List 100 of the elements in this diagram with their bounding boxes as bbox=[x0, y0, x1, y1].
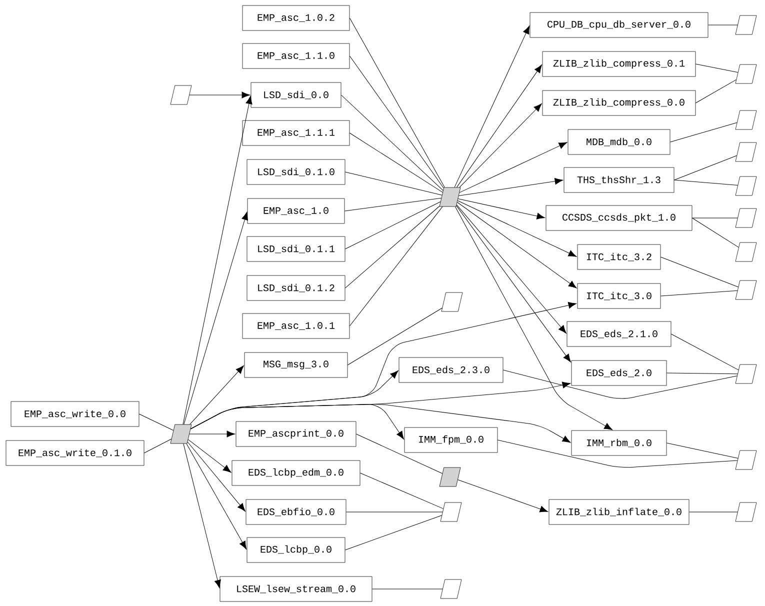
connector-line bbox=[340, 94, 444, 191]
connector-line bbox=[670, 122, 738, 142]
module-box: ITC_itc_3.0 bbox=[577, 283, 661, 309]
connector-line bbox=[344, 198, 442, 212]
parallelogram bbox=[735, 242, 757, 262]
parallelogram bbox=[170, 424, 192, 444]
arrow bbox=[457, 202, 577, 288]
connector-line bbox=[349, 56, 444, 188]
connector-line bbox=[349, 206, 443, 326]
module-box: EMP_asc_1.0 bbox=[247, 198, 345, 224]
connector-line bbox=[674, 180, 738, 186]
parallelogram bbox=[735, 208, 757, 228]
parallelogram bbox=[735, 15, 757, 35]
module-box: ZLIB_zlib_compress_0.0 bbox=[542, 90, 696, 116]
arrow bbox=[456, 204, 566, 334]
module-box: MSG_msg_3.0 bbox=[244, 352, 348, 378]
parallelogram bbox=[735, 64, 757, 84]
arrow bbox=[459, 103, 542, 188]
arrow bbox=[457, 200, 577, 257]
parallelogram bbox=[440, 579, 462, 599]
module-box: EDS_eds_2.1.0 bbox=[566, 321, 672, 347]
parallelogram bbox=[735, 142, 757, 162]
module-box: CCSDS_ccsds_pkt_1.0 bbox=[546, 205, 692, 231]
arrow bbox=[186, 443, 247, 550]
module-box: LSEW_lsew_stream_0.0 bbox=[220, 576, 372, 602]
arrow bbox=[190, 404, 571, 443]
module-box: EMP_asc_1.0.1 bbox=[242, 313, 350, 339]
arrow bbox=[183, 443, 221, 588]
module-box: LSD_sdi_0.1.1 bbox=[246, 236, 346, 262]
parallelogram bbox=[440, 502, 462, 522]
module-box: CPU_DB_cpu_db_server_0.0 bbox=[530, 12, 708, 38]
connector-line bbox=[695, 79, 736, 104]
connector-line bbox=[660, 290, 738, 296]
parallelogram bbox=[439, 467, 461, 487]
module-box: THS_thsShr_1.3 bbox=[564, 167, 674, 193]
arrow bbox=[189, 430, 236, 438]
connector-line bbox=[344, 515, 442, 550]
connector-line bbox=[708, 24, 738, 26]
arrow bbox=[459, 142, 568, 193]
parallelogram bbox=[735, 176, 757, 196]
parallelogram bbox=[170, 85, 192, 105]
module-box: MDB_mdb_0.0 bbox=[568, 129, 670, 155]
module-box: EMP_asc_1.1.1 bbox=[242, 120, 350, 146]
arrow bbox=[456, 206, 571, 362]
arrow bbox=[458, 198, 546, 220]
module-box: EMP_asc_1.0.2 bbox=[242, 5, 350, 31]
arrow bbox=[454, 26, 530, 188]
connector-line bbox=[344, 206, 440, 288]
connector-line bbox=[660, 256, 738, 288]
module-box: EMP_asc_write_0.0 bbox=[10, 401, 140, 427]
parallelogram bbox=[441, 292, 463, 312]
module-box: IMM_rbm_0.0 bbox=[571, 430, 667, 456]
connector-line bbox=[666, 442, 738, 459]
connector-line bbox=[674, 155, 737, 180]
arrow bbox=[458, 480, 548, 512]
module-box: LSD_sdi_0.1.2 bbox=[246, 275, 346, 301]
arrow bbox=[182, 96, 252, 425]
connector-line bbox=[360, 472, 444, 509]
arrow bbox=[458, 178, 564, 196]
connector-line bbox=[349, 18, 445, 188]
parallelogram bbox=[735, 502, 757, 522]
connector-line bbox=[695, 64, 738, 73]
connector-line bbox=[356, 434, 443, 474]
module-box: EDS_eds_2.3.0 bbox=[398, 357, 504, 383]
connector-line bbox=[666, 372, 738, 374]
module-box: ZLIB_zlib_inflate_0.0 bbox=[548, 499, 690, 525]
module-box: IMM_fpm_0.0 bbox=[404, 427, 498, 453]
parallelogram bbox=[735, 450, 757, 470]
arrow bbox=[455, 206, 612, 430]
module-box: ITC_itc_3.2 bbox=[577, 244, 661, 270]
connector-line bbox=[692, 218, 739, 248]
arrow bbox=[456, 64, 542, 188]
connector-line bbox=[670, 334, 739, 370]
connector-line bbox=[138, 414, 174, 431]
arrow bbox=[184, 212, 248, 425]
module-box: EDS_lcbp_edm_0.0 bbox=[232, 460, 360, 486]
module-box: LSD_sdi_0.0 bbox=[250, 82, 342, 108]
connector-line bbox=[372, 588, 443, 590]
connector-line bbox=[502, 370, 738, 399]
connector-line bbox=[344, 172, 442, 196]
module-box: ZLIB_zlib_compress_0.1 bbox=[542, 51, 696, 77]
arrow bbox=[190, 366, 244, 425]
arrow bbox=[187, 442, 246, 512]
connector-line bbox=[144, 438, 172, 454]
module-box: LSD_sdi_0.1.0 bbox=[246, 159, 346, 185]
connector-line bbox=[349, 132, 443, 193]
module-box: EMP_asc_1.1.0 bbox=[242, 43, 350, 69]
parallelogram bbox=[439, 187, 461, 207]
connector-line bbox=[344, 202, 441, 250]
arrow bbox=[189, 92, 250, 98]
module-box: EDS_ebfio_0.0 bbox=[246, 499, 346, 525]
module-box: EDS_eds_2.0 bbox=[571, 360, 667, 386]
module-box: EDS_lcbp_0.0 bbox=[246, 537, 346, 563]
parallelogram bbox=[735, 364, 757, 384]
connector-line bbox=[497, 440, 738, 468]
arrow bbox=[188, 439, 232, 473]
module-box: EMP_asc_write_0.1.0 bbox=[6, 440, 144, 466]
connector-line bbox=[347, 308, 442, 366]
parallelogram bbox=[735, 280, 757, 300]
module-box: EMP_ascprint_0.0 bbox=[236, 421, 356, 447]
